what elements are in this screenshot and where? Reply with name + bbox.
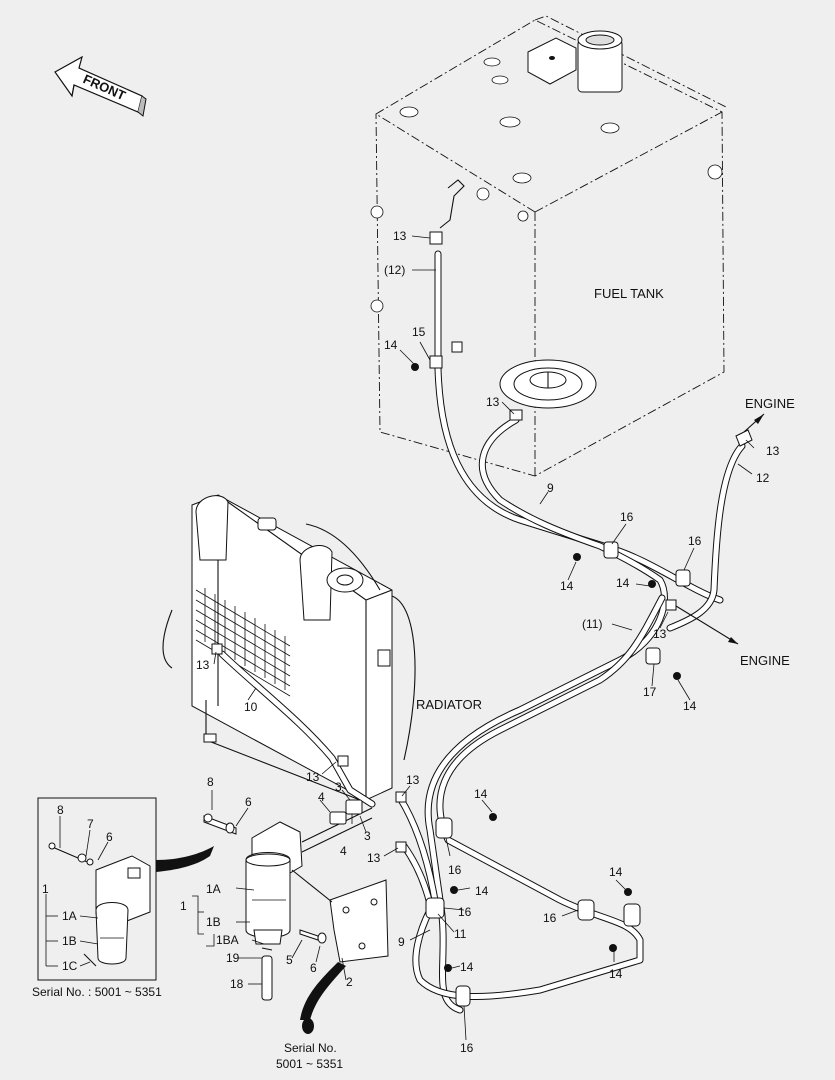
label-13: 13 [306, 770, 320, 784]
label-4: 4 [318, 790, 325, 804]
label-1B: 1B [206, 915, 221, 929]
label-14: 14 [475, 884, 489, 898]
fuel-tank [370, 15, 729, 477]
inset-pointer-icon [156, 846, 214, 872]
radiator-label: RADIATOR [416, 697, 482, 712]
label-6: 6 [310, 961, 317, 975]
label-16: 16 [458, 905, 472, 919]
label-16: 16 [460, 1041, 474, 1055]
label-11-paren: (11) [582, 617, 602, 631]
label-15: 15 [412, 325, 426, 339]
inset-serial-caption: Serial No. : 5001 ~ 5351 [32, 985, 162, 999]
label-13: 13 [196, 658, 210, 672]
label-10: 10 [244, 700, 258, 714]
label-1: 1 [180, 899, 187, 913]
label-17: 17 [643, 685, 657, 699]
label-13: 13 [653, 627, 667, 641]
label-13: 13 [367, 851, 381, 865]
radiator [162, 494, 416, 801]
inset-label-8: 8 [57, 803, 64, 817]
label-14: 14 [384, 338, 398, 352]
inset-leaders [45, 816, 109, 967]
inset-label-1A: 1A [62, 909, 77, 923]
label-6: 6 [245, 795, 252, 809]
label-16: 16 [543, 911, 557, 925]
callout-pointer-icon [300, 962, 346, 1020]
label-9: 9 [547, 481, 554, 495]
label-8: 8 [207, 775, 214, 789]
engine-label-lower: ENGINE [740, 653, 790, 668]
label-9: 9 [398, 935, 405, 949]
label-3: 3 [364, 829, 371, 843]
label-16: 16 [448, 863, 462, 877]
label-1BA: 1BA [216, 933, 239, 947]
label-13: 13 [406, 773, 420, 787]
fuel-filter-main [203, 799, 389, 1001]
inset-label-1C: 1C [62, 959, 78, 973]
label-18: 18 [230, 977, 244, 991]
inset-label-1: 1 [42, 882, 49, 896]
label-16: 16 [688, 534, 702, 548]
label-14: 14 [609, 967, 623, 981]
label-13: 13 [766, 444, 780, 458]
label-2: 2 [346, 975, 353, 989]
inset-label-7: 7 [87, 817, 94, 831]
label-13: 13 [393, 229, 407, 243]
engine-label-upper: ENGINE [745, 396, 795, 411]
label-14: 14 [474, 787, 488, 801]
label-1A: 1A [206, 882, 221, 896]
clamps [211, 231, 753, 1007]
callout-caption-line1: Serial No. [284, 1041, 337, 1055]
inset-label-6: 6 [106, 830, 113, 844]
callout-label-7: 7 [305, 1005, 312, 1019]
callout-washer-icon [302, 1018, 314, 1034]
label-12-paren: (12) [384, 263, 405, 277]
label-13: 13 [486, 395, 500, 409]
label-14: 14 [460, 960, 474, 974]
label-14: 14 [609, 865, 623, 879]
label-14: 14 [560, 579, 574, 593]
front-arrow-icon [54, 55, 147, 117]
label-19: 19 [226, 951, 240, 965]
label-3: 3 [335, 780, 342, 794]
label-14: 14 [683, 699, 697, 713]
engine-arrow-lower-icon [675, 605, 739, 645]
label-11: 11 [454, 927, 467, 941]
label-5: 5 [286, 953, 293, 967]
inset-frame [37, 797, 157, 981]
leader-lines [192, 235, 755, 1041]
label-12: 12 [756, 471, 770, 485]
label-14: 14 [616, 576, 630, 590]
engine-arrow-upper-icon [743, 413, 765, 433]
fuel-tank-label: FUEL TANK [594, 286, 664, 301]
label-16: 16 [620, 510, 634, 524]
callout-caption-line2: 5001 ~ 5351 [276, 1057, 343, 1071]
label-4: 4 [340, 844, 347, 858]
inset-filter [48, 842, 151, 967]
inset-label-1B: 1B [62, 934, 77, 948]
